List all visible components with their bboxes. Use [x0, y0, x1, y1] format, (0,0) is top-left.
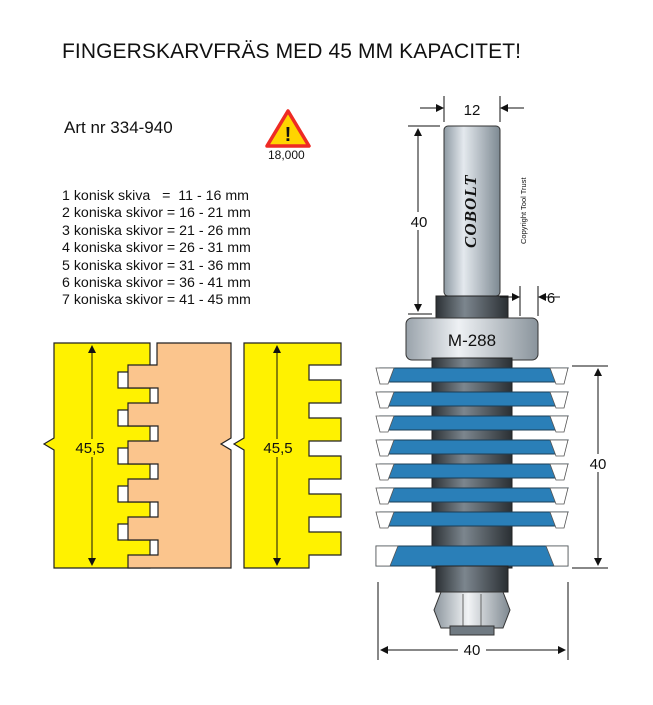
- spec-line: 5 koniska skivor = 31 - 36 mm: [62, 257, 251, 274]
- profile-dimension-label: 45,5: [263, 440, 292, 457]
- max-rpm-label: 18,000: [268, 148, 305, 162]
- arbor: [431, 357, 513, 569]
- finger-joint-illustration: 45,5: [42, 342, 232, 569]
- wood-workpiece: [127, 342, 232, 569]
- warning-triangle-icon: !: [265, 109, 311, 148]
- cut-height-label: 40: [590, 456, 607, 473]
- shank-length-label: 40: [411, 214, 428, 231]
- spec-line: 2 koniska skivor = 16 - 21 mm: [62, 205, 251, 222]
- model-label: M-288: [448, 331, 496, 350]
- router-bit-illustration: COBOLT Copyright Tool Trust M-288: [375, 96, 612, 660]
- brand-label: COBOLT: [461, 174, 480, 248]
- disc-spacing-label: 6: [547, 290, 555, 307]
- spec-line: 1 konisk skiva = 11 - 16 mm: [62, 188, 249, 204]
- joint-dimension-label: 45,5: [75, 440, 104, 457]
- spec-line: 6 koniska skivor = 36 - 41 mm: [62, 275, 251, 292]
- copyright-label: Copyright Tool Trust: [519, 177, 528, 244]
- hex-nut: [433, 591, 511, 629]
- spec-line: 4 koniska skivor = 26 - 31 mm: [62, 240, 251, 257]
- spec-line: 3 koniska skivor = 21 - 26 mm: [62, 222, 251, 239]
- cut-diameter-label: 40: [464, 642, 481, 659]
- disc-stack: [375, 367, 569, 567]
- spec-line: 7 koniska skivor = 41 - 45 mm: [62, 292, 251, 309]
- finger-profile-illustration: 45,5: [232, 342, 342, 569]
- shank-diameter-label: 12: [464, 102, 481, 119]
- article-number: Art nr 334-940: [64, 118, 173, 137]
- warning-symbol: !: [285, 124, 292, 146]
- disc-spec-list: 1 konisk skiva = 11 - 16 mm 2 koniska sk…: [62, 188, 251, 310]
- page-title: FINGERSKARVFRÄS MED 45 MM KAPACITET!: [62, 40, 522, 63]
